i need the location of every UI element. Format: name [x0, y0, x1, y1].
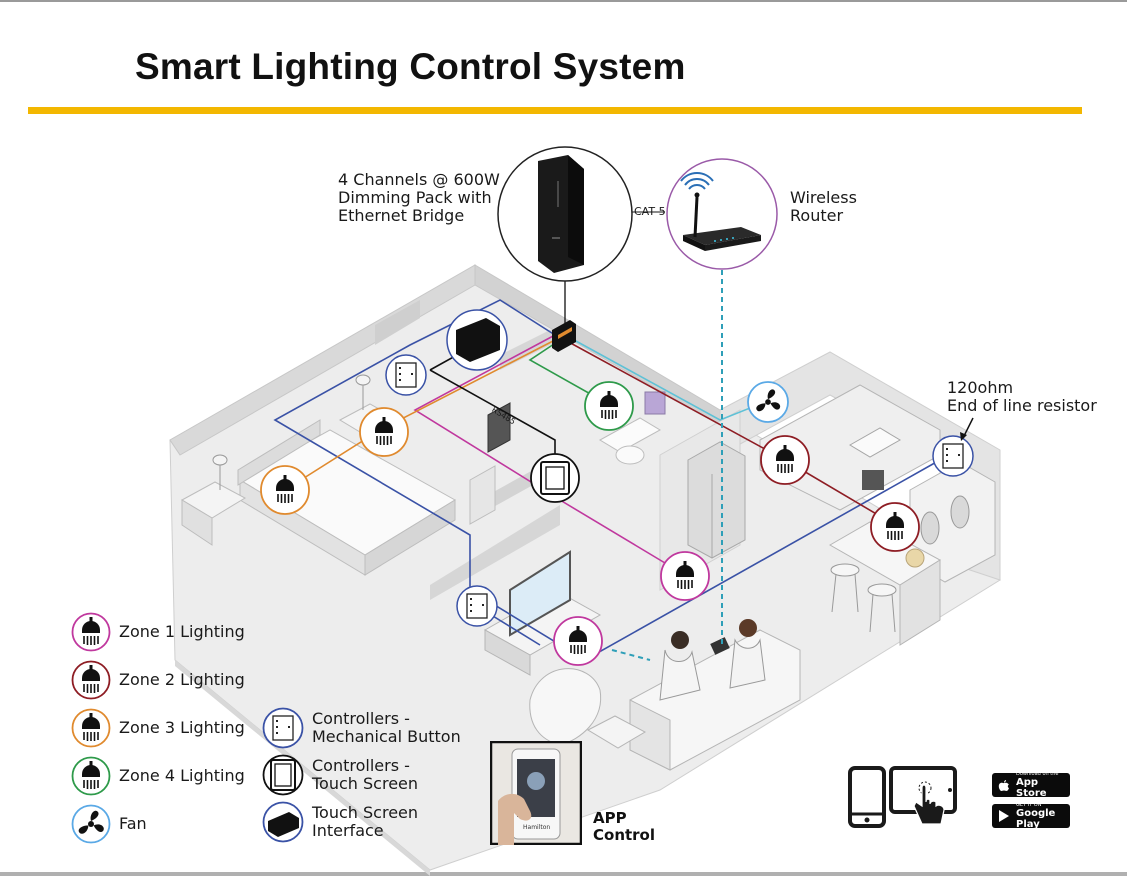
mechanical-button-icon: [262, 707, 304, 749]
zone2-light-kitchen: [760, 435, 810, 485]
mechanical-button-controller-kitchen: [932, 435, 974, 477]
legend-mechanical-button-label: Controllers - Mechanical Button: [312, 709, 461, 746]
resistor-label: 120ohm End of line resistor: [947, 378, 1097, 415]
dimming-pack-callout: [497, 146, 633, 282]
zone3-light-bedroom: [260, 465, 310, 515]
legend-zone1: Zone 1 Lighting: [71, 612, 245, 652]
router-label: Wireless Router: [790, 188, 857, 225]
bottom-border: [0, 872, 1127, 876]
legend-touch-interface: Touch Screen Interface: [262, 801, 418, 843]
legend-mechanical-button: Controllers - Mechanical Button: [262, 707, 461, 749]
tablet-touch-icon: [889, 766, 957, 825]
legend-zone1-label: Zone 1 Lighting: [119, 622, 245, 641]
pendant-light-icon: [71, 612, 111, 652]
pendant-light-icon: [71, 660, 111, 700]
zone4-light-bath: [584, 381, 634, 431]
zone2-light-island: [870, 502, 920, 552]
pendant-light-icon: [71, 708, 111, 748]
legend-zone2: Zone 2 Lighting: [71, 660, 245, 700]
page-title: Smart Lighting Control System: [135, 46, 686, 87]
mechanical-button-controller-bedroom: [385, 354, 427, 396]
phone-brand-text: Hamilton: [523, 824, 550, 831]
app-store-small-text: Download on the: [1016, 771, 1059, 777]
legend-zone3: Zone 3 Lighting: [71, 708, 245, 748]
mechanical-button-controller-living: [456, 585, 498, 627]
legend-touch-screen: Controllers - Touch Screen: [262, 754, 418, 796]
title-underline: [28, 107, 1082, 114]
legend-zone4: Zone 4 Lighting: [71, 756, 245, 796]
legend-zone4-label: Zone 4 Lighting: [119, 766, 245, 785]
app-phone-photo: Hamilton: [490, 741, 582, 845]
fan-icon: [71, 804, 111, 844]
zone1-light-living: [553, 616, 603, 666]
legend-fan: Fan: [71, 804, 147, 844]
legend-zone2-label: Zone 2 Lighting: [119, 670, 245, 689]
fan-device: [747, 381, 789, 423]
phone-icon: [848, 766, 886, 828]
google-play-big-text: Google Play: [1016, 808, 1056, 830]
pendant-light-icon: [71, 756, 111, 796]
touch-screen-icon: [262, 754, 304, 796]
zone3-light-bedroom-2: [359, 407, 409, 457]
app-control-label: APP Control: [593, 809, 656, 844]
google-play-icon: [999, 810, 1009, 822]
legend-fan-label: Fan: [119, 814, 147, 833]
legend-touch-screen-label: Controllers - Touch Screen: [312, 756, 419, 793]
legend-zone3-label: Zone 3 Lighting: [119, 718, 245, 737]
legend-touch-interface-label: Touch Screen Interface: [312, 803, 419, 840]
touch-screen-interface-device: [446, 309, 508, 371]
touch-screen-controller: [530, 453, 580, 503]
top-border: [0, 0, 1127, 2]
router-callout: [666, 158, 778, 270]
google-play-button[interactable]: GET IT ON Google Play: [992, 802, 1070, 830]
touch-interface-icon: [262, 801, 304, 843]
zone1-light-hall: [660, 551, 710, 601]
cat5-label: CAT 5: [634, 205, 666, 218]
dimming-pack-label: 4 Channels @ 600W Dimming Pack with Ethe…: [338, 170, 500, 225]
apple-icon: [998, 780, 1009, 791]
app-store-button[interactable]: Download on the App Store: [992, 771, 1070, 799]
app-store-big-text: App Store: [1016, 777, 1047, 799]
google-play-small-text: GET IT ON: [1016, 802, 1042, 808]
